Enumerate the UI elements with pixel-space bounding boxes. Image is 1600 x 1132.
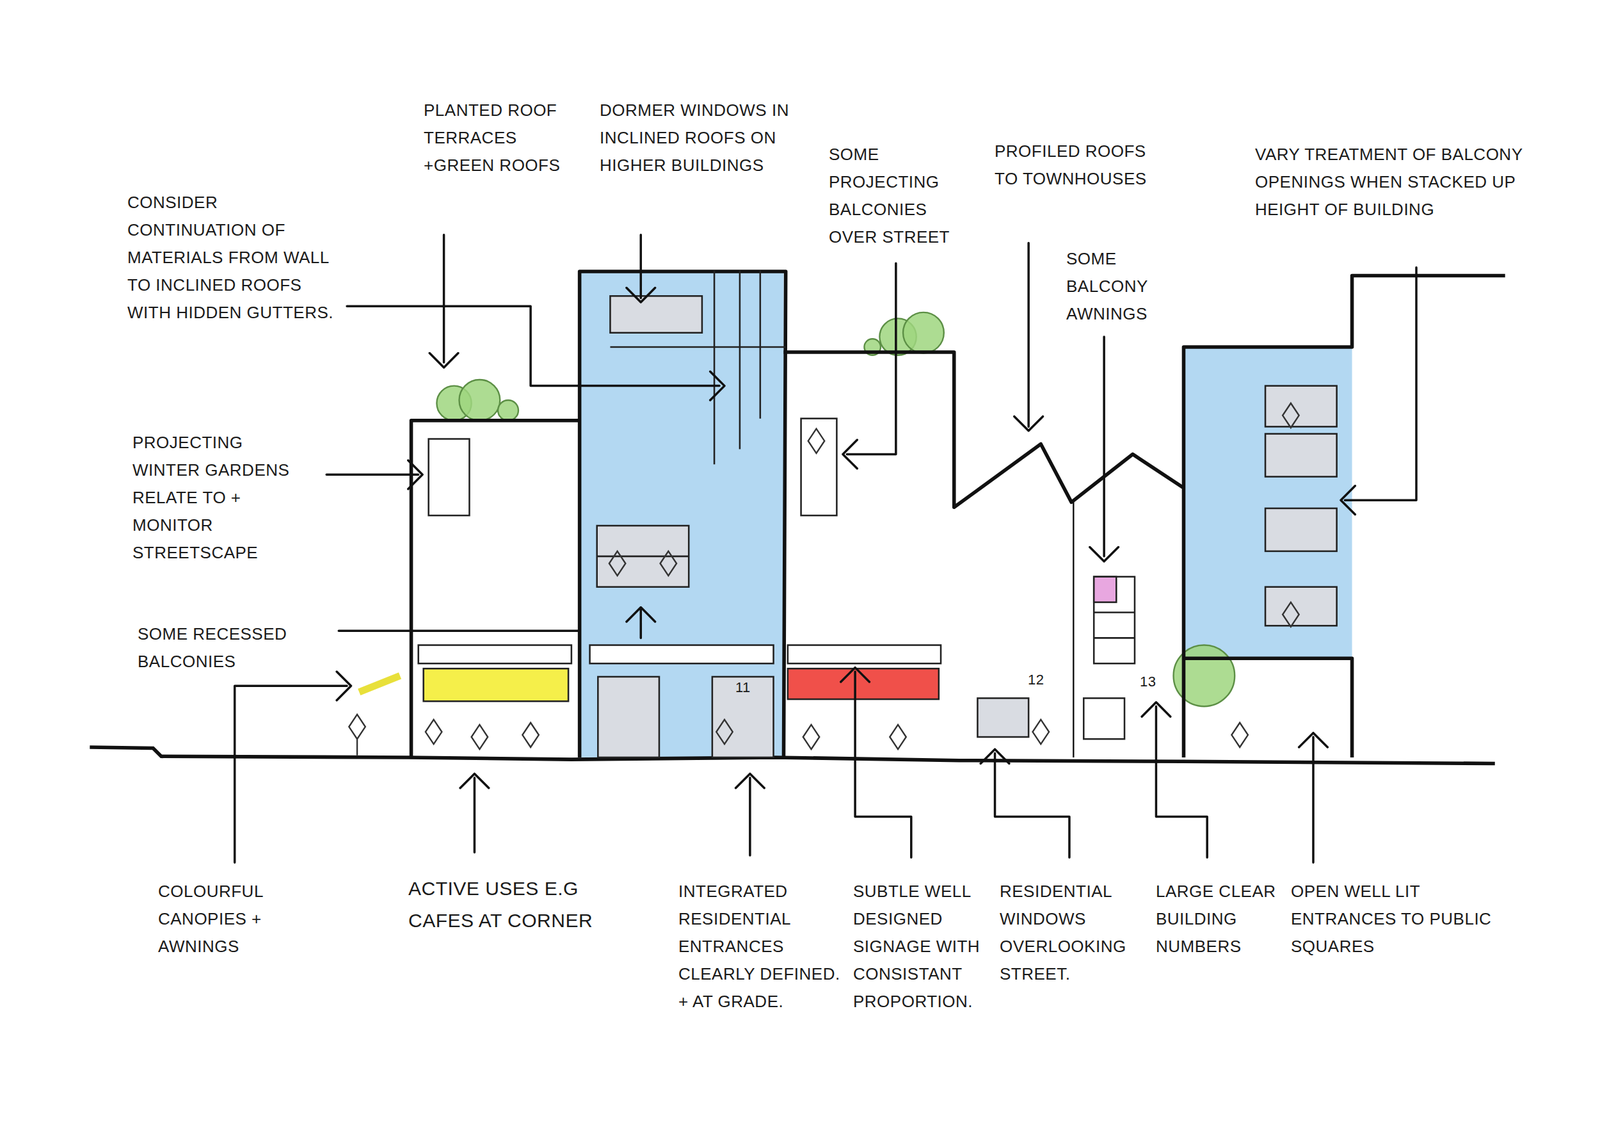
building-fill bbox=[1183, 346, 1352, 658]
leader-line bbox=[460, 773, 489, 852]
canopy bbox=[787, 668, 939, 699]
annotation-label: PROJECTING WINTER GARDENS RELATE TO + MO… bbox=[132, 428, 312, 566]
window bbox=[1265, 433, 1337, 477]
annotation-label: PROFILED ROOFS TO TOWNHOUSES bbox=[994, 137, 1168, 193]
canopy bbox=[423, 668, 569, 701]
building-outline bbox=[1183, 657, 1352, 758]
leader-line bbox=[840, 667, 912, 858]
building-fill bbox=[579, 271, 784, 758]
leader-line bbox=[980, 748, 1070, 857]
window bbox=[597, 346, 1135, 638]
tree bbox=[458, 379, 500, 421]
ground-line bbox=[89, 746, 1495, 764]
canopy bbox=[787, 645, 941, 664]
leader-line bbox=[1299, 732, 1328, 863]
building-outline bbox=[411, 420, 580, 758]
figure bbox=[1032, 719, 1248, 747]
window bbox=[712, 676, 774, 758]
window bbox=[977, 697, 1029, 737]
leader-line bbox=[842, 263, 896, 468]
leader-line bbox=[1089, 336, 1119, 562]
building-number: 12 bbox=[1027, 672, 1044, 688]
annotation-label: SOME RECESSED BALCONIES bbox=[137, 620, 330, 676]
building-fill bbox=[579, 271, 1353, 758]
annotation-label: RESIDENTIAL WINDOWS OVERLOOKING STREET. bbox=[999, 877, 1151, 988]
annotation-label: INTEGRATED RESIDENTIAL ENTRANCES CLEARLY… bbox=[678, 877, 848, 1015]
tree bbox=[497, 400, 519, 421]
leader-line bbox=[1141, 702, 1208, 857]
annotation-label: VARY TREATMENT OF BALCONY OPENINGS WHEN … bbox=[1255, 140, 1524, 224]
building-outline bbox=[783, 352, 1184, 507]
leader-line bbox=[626, 607, 656, 639]
leader-line bbox=[736, 773, 765, 856]
building-outline bbox=[1072, 501, 1074, 758]
annotation-label: OPEN WELL LIT ENTRANCES TO PUBLIC SQUARE… bbox=[1290, 877, 1515, 960]
window bbox=[1265, 586, 1337, 626]
canopy bbox=[1093, 576, 1117, 603]
building-outline bbox=[579, 271, 786, 758]
ground-line bbox=[89, 746, 1495, 764]
window bbox=[1265, 508, 1337, 552]
building-outline bbox=[411, 271, 1506, 758]
leader-line bbox=[234, 234, 1417, 863]
canopy bbox=[590, 645, 774, 664]
figure bbox=[348, 714, 366, 756]
annotation-label: DORMER WINDOWS IN INCLINED ROOFS ON HIGH… bbox=[599, 96, 805, 180]
leader-line bbox=[234, 671, 352, 863]
building-number: 11 bbox=[735, 679, 751, 696]
figure bbox=[609, 403, 1300, 627]
building-number: 13 bbox=[1139, 673, 1156, 690]
figure bbox=[716, 719, 907, 749]
building-outline bbox=[1183, 275, 1505, 757]
canopy-marker bbox=[359, 675, 400, 692]
annotation-label: ACTIVE USES E.G CAFES AT CORNER bbox=[408, 872, 639, 936]
annotation-label: SUBTLE WELL DESIGNED SIGNAGE WITH CONSIS… bbox=[853, 877, 996, 1015]
window bbox=[714, 270, 761, 464]
annotation-label: SOME BALCONY AWNINGS bbox=[1066, 245, 1185, 328]
canopy bbox=[418, 645, 572, 664]
annotation-label: CONSIDER CONTINUATION OF MATERIALS FROM … bbox=[127, 188, 339, 326]
window bbox=[1093, 576, 1135, 664]
leader-line bbox=[326, 460, 423, 489]
tree bbox=[903, 312, 944, 354]
leader-line bbox=[1014, 242, 1044, 431]
canopy-marker bbox=[359, 675, 400, 692]
annotation-label: PLANTED ROOF TERRACES +GREEN ROOFS bbox=[423, 96, 591, 180]
leader-line bbox=[626, 234, 656, 303]
window bbox=[597, 676, 660, 758]
leader-line bbox=[429, 234, 459, 368]
window bbox=[609, 295, 702, 333]
window bbox=[428, 439, 470, 516]
canopy bbox=[418, 576, 1117, 701]
figure bbox=[425, 719, 539, 749]
leader-line bbox=[338, 629, 580, 632]
leader-line bbox=[346, 305, 725, 400]
annotation-label: SOME PROJECTING BALCONIES OVER STREET bbox=[828, 140, 973, 251]
leader-line bbox=[1340, 267, 1417, 515]
annotation-label: LARGE CLEAR BUILDING NUMBERS bbox=[1155, 877, 1278, 960]
window bbox=[1083, 697, 1125, 739]
annotation-label: COLOURFUL CANOPIES + AWNINGS bbox=[158, 877, 338, 960]
window bbox=[1265, 385, 1337, 427]
